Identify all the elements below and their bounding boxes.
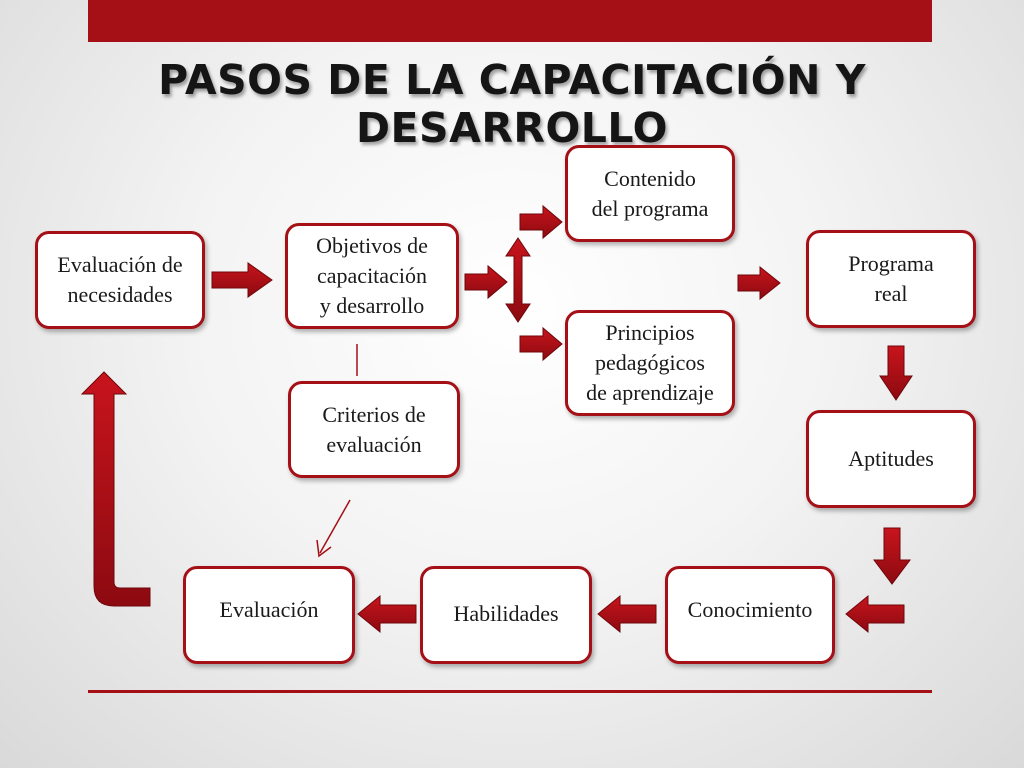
arrow-programa-to-aptitudes — [879, 345, 913, 401]
arrow-habilidades-to-evaluacion — [357, 594, 417, 634]
top-accent-bar — [88, 0, 932, 42]
node-evaluacion: Evaluación — [183, 566, 355, 664]
node-evaluacion-necesidades: Evaluación de necesidades — [35, 231, 205, 329]
node-programa-real: Programa real — [806, 230, 976, 328]
arrow-to-programa-real — [737, 265, 781, 301]
node-conocimiento: Conocimiento — [665, 566, 835, 664]
connector-criterios-evaluacion — [319, 499, 351, 554]
node-contenido-programa: Contenido del programa — [565, 145, 735, 242]
connector-arrowhead — [316, 539, 332, 558]
arrow-to-principios — [519, 326, 563, 362]
arrow-return-loop — [80, 371, 151, 607]
arrow-objectives-forward — [464, 264, 508, 300]
bottom-accent-line — [88, 690, 932, 693]
arrow-to-contenido — [519, 204, 563, 240]
arrow-conocimiento-to-habilidades — [597, 594, 657, 634]
double-arrow-contenido-principios — [505, 237, 531, 323]
node-habilidades: Habilidades — [420, 566, 592, 664]
node-criterios-evaluacion: Criterios de evaluación — [288, 381, 460, 478]
arrow-into-conocimiento — [845, 594, 905, 634]
arrow-aptitudes-to-conocimiento — [873, 527, 911, 585]
slide-title: PASOS DE LA CAPACITACIÓN Y DESARROLLO — [158, 56, 866, 152]
node-principios-pedagogicos: Principios pedagógicos de aprendizaje — [565, 310, 735, 416]
node-aptitudes: Aptitudes — [806, 410, 976, 508]
arrow-needs-to-objectives — [211, 262, 273, 298]
node-objetivos: Objetivos de capacitación y desarrollo — [285, 223, 459, 329]
